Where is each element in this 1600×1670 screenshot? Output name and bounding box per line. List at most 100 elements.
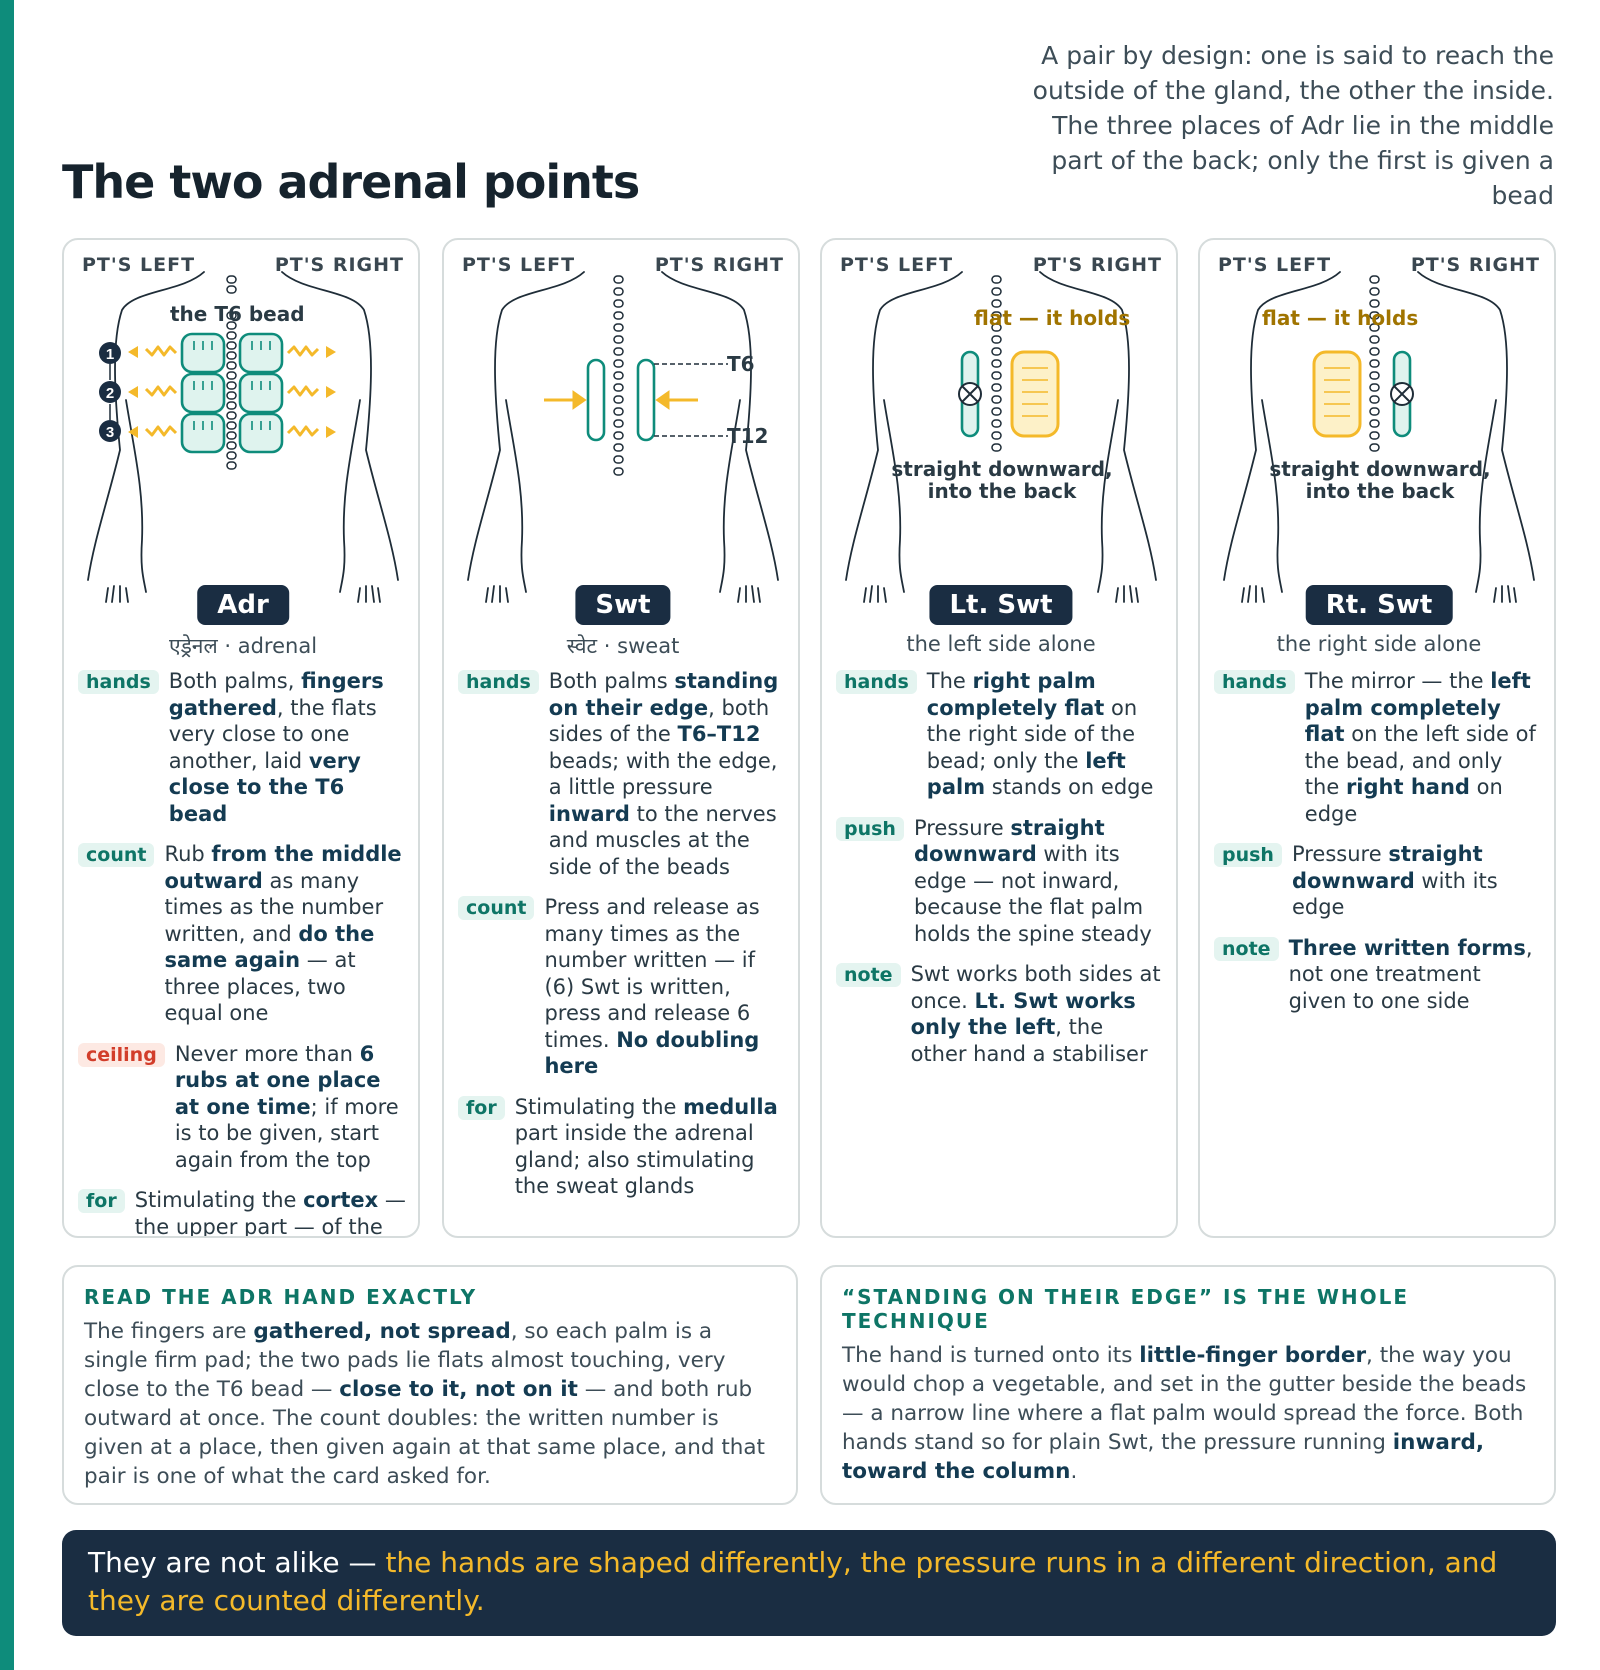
row-hands: hands Both palms standing on their edge, … bbox=[458, 668, 786, 880]
row-text: Swt works both sides at once. Lt. Swt wo… bbox=[910, 962, 1161, 1066]
row-text: Pressure straight downward with its edge… bbox=[913, 815, 1152, 946]
diagram-swt: PT'S LEFT PT'S RIGHT T6 T12 Swt स्वेट · … bbox=[444, 240, 798, 660]
flat-label: flat — it holds bbox=[1262, 306, 1419, 330]
row-text: Both palms standing on their edge, both … bbox=[548, 669, 779, 879]
subtitle-swt: स्वेट · sweat bbox=[566, 634, 680, 658]
row-text: Both palms, fingers gathered, the flats … bbox=[168, 669, 384, 826]
flat-label: flat — it holds bbox=[974, 306, 1131, 330]
pt-left-label: PT'S LEFT bbox=[1218, 254, 1332, 276]
push-label: straight downward, into the back bbox=[862, 458, 1142, 502]
place-1: 1 bbox=[106, 346, 114, 363]
row-tag: ceiling bbox=[78, 1042, 165, 1067]
box-text: The hand is turned onto its little-finge… bbox=[842, 1343, 1527, 1484]
row-text: The mirror — the left palm completely fl… bbox=[1304, 669, 1536, 826]
row-tag: hands bbox=[836, 670, 917, 694]
push-label: straight downward, into the back bbox=[1240, 458, 1520, 502]
row-text: Stimulating the medulla part inside the … bbox=[514, 1094, 778, 1199]
banner-lead: They are not alike — bbox=[88, 1546, 386, 1579]
push-label-line-1: straight downward, bbox=[1269, 457, 1491, 481]
row-tag: count bbox=[78, 843, 155, 867]
diagram-adr: 1 2 3 PT'S LEFT PT'S RIGHT the T6 bead A… bbox=[64, 240, 418, 660]
push-label-line-2: into the back bbox=[927, 479, 1077, 503]
row-note: note Swt works both sides at once. Lt. Sw… bbox=[836, 961, 1164, 1067]
torso-diagram bbox=[1223, 271, 1535, 603]
row-text: Never more than 6 rubs at one place at o… bbox=[174, 1041, 399, 1172]
row-for: for Stimulating the cortex — the upper pa… bbox=[78, 1187, 406, 1238]
pt-left-label: PT'S LEFT bbox=[462, 254, 576, 276]
row-tag: push bbox=[836, 816, 904, 841]
row-text: Pressure straight downward with its edge bbox=[1291, 842, 1498, 919]
box-read-adr-hand: READ THE ADR HAND EXACTLY The fingers ar… bbox=[62, 1265, 798, 1505]
row-hands: hands The mirror — the left palm complete… bbox=[1214, 668, 1542, 827]
rub-outward-arrows bbox=[144, 345, 320, 437]
accent-stripe bbox=[0, 0, 14, 1670]
pt-left-label: PT'S LEFT bbox=[82, 254, 196, 276]
push-label-line-1: straight downward, bbox=[891, 457, 1113, 481]
row-text: The right palm completely flat on the ri… bbox=[926, 669, 1154, 799]
row-tag: for bbox=[458, 1095, 505, 1120]
badge-lt-swt: Lt. Swt bbox=[929, 585, 1073, 625]
box-text: The fingers are gathered, not spread, so… bbox=[84, 1319, 765, 1489]
torso-outline-left bbox=[87, 271, 205, 581]
downward-pressure-icon bbox=[1390, 382, 1414, 406]
row-text: Three written forms, not one treatment g… bbox=[1288, 935, 1533, 1013]
push-label-line-2: into the back bbox=[1305, 479, 1455, 503]
rows-rt-swt: hands The mirror — the left palm complete… bbox=[1214, 668, 1542, 1028]
place-3: 3 bbox=[106, 424, 114, 441]
row-ceiling: ceiling Never more than 6 rubs at one pla… bbox=[78, 1041, 406, 1174]
row-push: push Pressure straight downward with its … bbox=[1214, 841, 1542, 921]
spine-beads bbox=[1369, 275, 1380, 452]
t6-label: T6 bbox=[727, 352, 755, 376]
row-text: Stimulating the cortex — the upper part … bbox=[134, 1188, 406, 1238]
adr-palm-pads bbox=[180, 332, 284, 454]
rows-lt-swt: hands The right palm completely flat on t… bbox=[836, 668, 1164, 1081]
place-markers: 1 2 3 bbox=[99, 342, 121, 442]
badge-rt-swt: Rt. Swt bbox=[1305, 585, 1453, 625]
rows-adr: hands Both palms, fingers gathered, the f… bbox=[78, 668, 406, 1238]
t6-bead-label: the T6 bead bbox=[170, 302, 305, 326]
box-heading: “STANDING ON THEIR EDGE” IS THE WHOLE TE… bbox=[842, 1285, 1410, 1333]
badge-swt: Swt bbox=[575, 585, 671, 625]
torso-diagram bbox=[845, 271, 1157, 603]
row-hands: hands The right palm completely flat on t… bbox=[836, 668, 1164, 801]
place-2: 2 bbox=[106, 385, 114, 402]
row-tag: note bbox=[1214, 936, 1279, 961]
torso-outline-right bbox=[281, 271, 399, 581]
row-tag: hands bbox=[458, 670, 539, 694]
row-push: push Pressure straight downward with its … bbox=[836, 815, 1164, 948]
downward-pressure-icon bbox=[958, 382, 982, 406]
subtitle-lt-swt: the left side alone bbox=[906, 632, 1096, 656]
t12-label: T12 bbox=[727, 424, 769, 448]
spine-beads bbox=[991, 275, 1002, 452]
row-note: note Three written forms, not one treatme… bbox=[1214, 935, 1542, 1015]
row-tag: for bbox=[78, 1189, 125, 1213]
card-adr: 1 2 3 PT'S LEFT PT'S RIGHT the T6 bead A… bbox=[62, 238, 420, 1238]
pt-right-label: PT'S RIGHT bbox=[654, 254, 784, 276]
row-tag: note bbox=[836, 963, 901, 987]
rows-swt: hands Both palms standing on their edge, … bbox=[458, 668, 786, 1214]
row-tag: push bbox=[1214, 843, 1282, 867]
subtitle-adr: एड्रेनल · adrenal bbox=[168, 634, 318, 658]
card-lt-swt: PT'S LEFT PT'S RIGHT flat — it holds str… bbox=[820, 238, 1178, 1238]
spine-beads bbox=[613, 275, 624, 476]
diagram-rt-swt: PT'S LEFT PT'S RIGHT flat — it holds str… bbox=[1200, 240, 1554, 660]
intro-text: A pair by design: one is said to reach t… bbox=[1032, 41, 1554, 210]
flat-palm bbox=[1010, 350, 1060, 438]
torso-diagram: 1 2 3 bbox=[87, 271, 399, 603]
diagram-lt-swt: PT'S LEFT PT'S RIGHT flat — it holds str… bbox=[822, 240, 1176, 660]
subtitle-rt-swt: the right side alone bbox=[1276, 632, 1482, 656]
box-heading: READ THE ADR HAND EXACTLY bbox=[84, 1285, 478, 1309]
row-tag: count bbox=[458, 896, 535, 920]
page-title: The two adrenal points bbox=[62, 155, 640, 209]
spine-beads bbox=[226, 275, 237, 470]
row-count: count Press and release as many times as … bbox=[458, 894, 786, 1080]
row-text: Press and release as many times as the n… bbox=[544, 895, 760, 1078]
row-for: for Stimulating the medulla part inside t… bbox=[458, 1094, 786, 1200]
row-tag: hands bbox=[1214, 670, 1295, 694]
card-rt-swt: PT'S LEFT PT'S RIGHT flat — it holds str… bbox=[1198, 238, 1556, 1238]
pt-right-label: PT'S RIGHT bbox=[274, 254, 404, 276]
summary-banner: They are not alike — the hands are shape… bbox=[62, 1530, 1556, 1636]
flat-palm bbox=[1312, 350, 1362, 438]
row-tag: hands bbox=[78, 670, 159, 694]
